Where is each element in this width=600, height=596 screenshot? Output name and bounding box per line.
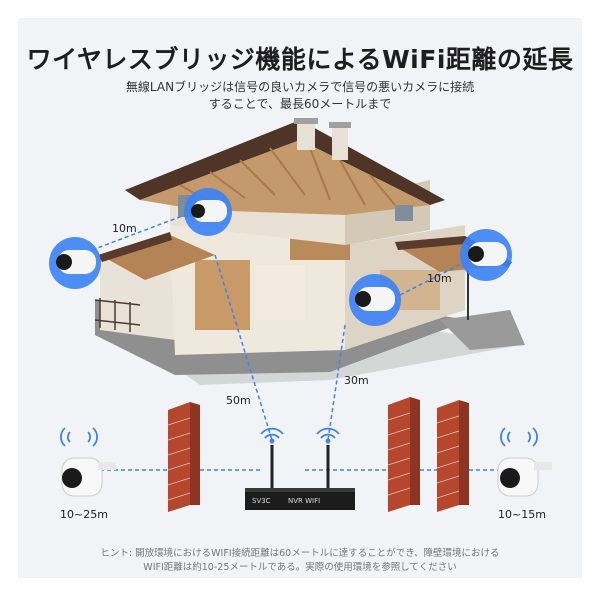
brick-wall-left [167,402,200,512]
subtitle-line-1: 無線LANブリッジは信号の良いカメラで信号の悪いカメラに接続 [125,80,475,94]
nvr-device: SV3C NVR WIFI [245,445,355,510]
subtitle-line-2: することで、最長60メートルまで [208,97,392,111]
wifi-waves-left [60,427,98,447]
house-camera-center [349,274,401,326]
page-title: ワイヤレスブリッジ機能によるWiFi距離の延長 [26,45,574,74]
house-camera-right [460,229,512,281]
wifi-icon-antenna-right [316,427,340,444]
hint-line-2: WIFI距離は約10-25メートルである。実際の使用環境を参照してください [143,562,457,573]
house-camera-top-left [184,188,232,236]
bottom-camera-right [497,457,552,497]
nvr-model: NVR WIFI [288,497,320,505]
distance-center-right: 30m [344,374,369,387]
house-camera-left [49,237,101,289]
brick-wall-right-2 [436,400,469,512]
connection-lines [91,214,500,471]
distance-bottom-right: 10~15m [498,508,546,521]
nvr-brand: SV3C [252,497,271,505]
bottom-camera-left [61,457,116,497]
distance-bottom-left: 10~25m [60,508,108,521]
distance-right-mid: 10m [427,272,452,285]
wifi-icon-antenna-left [260,427,284,444]
brick-wall-right-1 [387,397,420,512]
hint-line-1: ヒント: 開放環境におけるWIFI接続距離は60メートルに達することができ、障壁… [100,548,500,559]
wifi-waves-right [500,427,538,447]
distance-center-left: 50m [226,394,251,407]
distance-left-top: 10m [112,222,137,235]
